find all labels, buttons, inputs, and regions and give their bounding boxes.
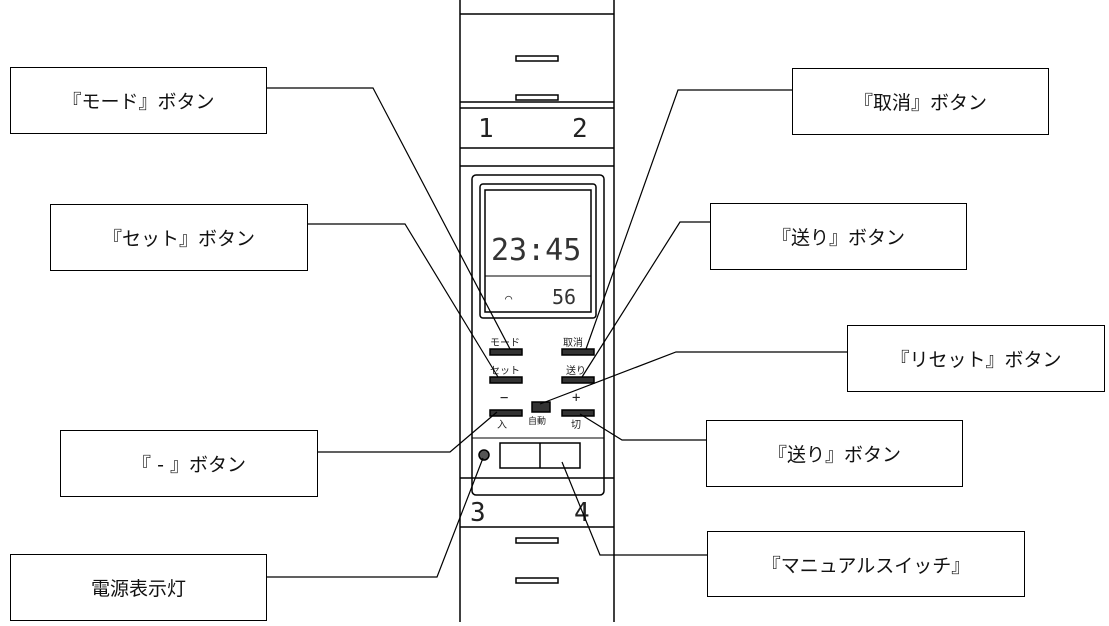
minus-button[interactable]: [489, 409, 523, 417]
button-labels: モード 取消 セット 送り − + 入 切 自動: [490, 336, 586, 431]
cancel-label: 取消: [563, 336, 583, 349]
leader-advance-lower: [579, 413, 706, 441]
plus-button[interactable]: [561, 409, 595, 417]
leader-manual: [561, 461, 707, 556]
plus-sub-label: 切: [571, 419, 581, 431]
lcd-frame: [479, 183, 597, 319]
mode-label: モード: [490, 338, 520, 349]
bottom-slot: [515, 577, 559, 584]
advance-button-upper[interactable]: [561, 376, 595, 384]
advance-label: 送り: [566, 364, 586, 377]
mode-button[interactable]: [489, 348, 523, 356]
callout-power-lamp: 電源表示灯: [10, 554, 267, 621]
leader-lines: [267, 87, 847, 578]
callout-set-button: 『セット』ボタン: [50, 204, 308, 271]
terminal-2: 2: [572, 114, 588, 144]
leader-set: [308, 223, 499, 378]
callout-cancel-button: 『取消』ボタン: [792, 68, 1049, 135]
lcd-screen: [484, 189, 592, 313]
upper-slot: [515, 94, 559, 101]
timer-device: [459, 0, 615, 622]
minus-sign: −: [500, 390, 508, 406]
callout-manual-switch: 『マニュアルスイッチ』: [707, 531, 1025, 597]
terminal-3: 3: [470, 498, 486, 528]
callout-minus-button: 『 - 』ボタン: [60, 430, 318, 497]
lower-slot: [515, 537, 559, 544]
minus-sub-label: 入: [497, 420, 507, 431]
reset-button[interactable]: [531, 401, 551, 413]
power-lamp: [478, 449, 490, 461]
lcd-sub-value: 56: [552, 285, 576, 309]
plus-sign: +: [572, 390, 580, 406]
callout-reset-button: 『リセット』ボタン: [847, 325, 1105, 392]
callout-advance-button-lower: 『送り』ボタン: [706, 420, 963, 487]
leader-power: [267, 457, 484, 578]
terminal-1: 1: [478, 114, 494, 144]
leader-reset: [539, 351, 847, 405]
reset-label: 自動: [528, 415, 546, 427]
callout-advance-button-upper: 『送り』ボタン: [710, 203, 967, 270]
set-label: セット: [490, 365, 520, 377]
top-slot: [515, 55, 559, 62]
cancel-button[interactable]: [561, 348, 595, 356]
callout-mode-button: 『モード』ボタン: [10, 67, 267, 134]
lcd-time: 23:45: [491, 233, 581, 268]
set-button[interactable]: [489, 376, 523, 384]
leader-minus: [318, 411, 498, 453]
leader-advance-upper: [581, 221, 710, 378]
lcd-indicator: ⌒: [505, 291, 512, 305]
leader-mode: [267, 87, 511, 350]
leader-cancel: [585, 89, 792, 350]
